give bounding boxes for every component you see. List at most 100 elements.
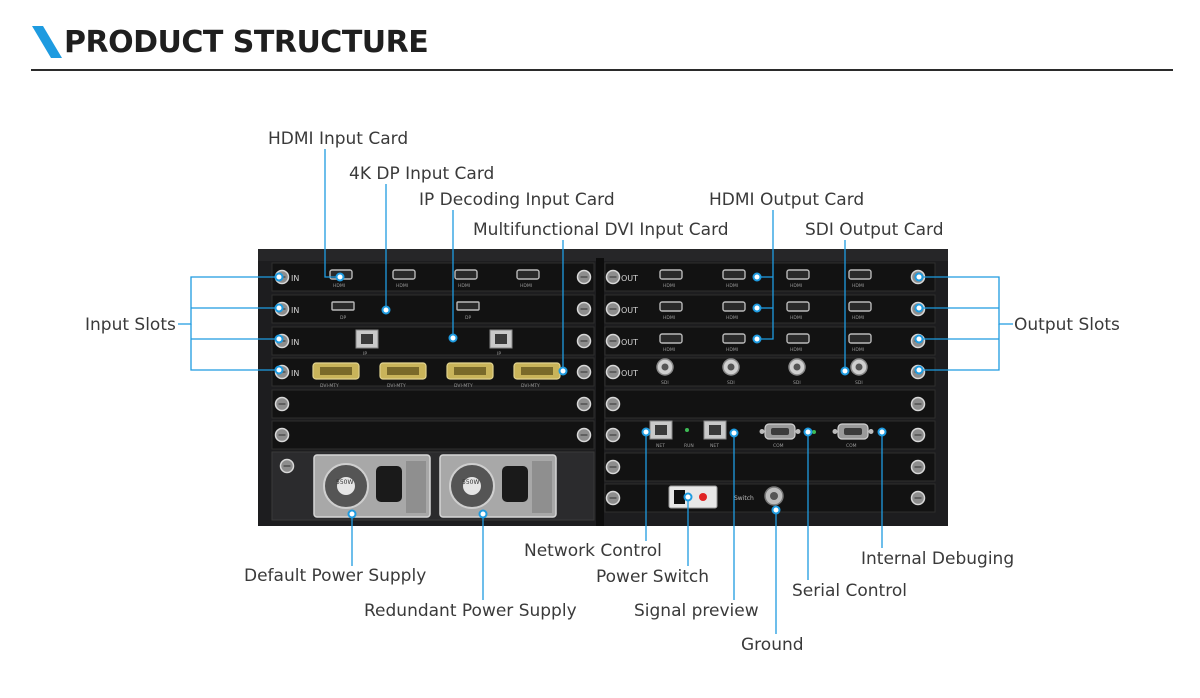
callout-dot	[914, 334, 924, 344]
callout-dot	[274, 303, 284, 313]
callout-line	[324, 149, 340, 278]
hdmi-output-port	[659, 333, 683, 344]
chassis-top-rail	[258, 249, 948, 261]
callout-dot	[274, 334, 284, 344]
dvi-pins	[454, 367, 486, 375]
label-dvi-input-card: Multifunctional DVI Input Card	[473, 220, 729, 240]
label-sdi-output-card: SDI Output Card	[805, 220, 944, 240]
label-hdmi-output-card: HDMI Output Card	[709, 190, 865, 210]
ground-terminal-center	[770, 492, 778, 500]
label-ground: Ground	[741, 635, 804, 655]
callout-line	[919, 276, 1013, 325]
db9-pins	[844, 428, 862, 435]
label-hdmi-input-card: HDMI Input Card	[268, 129, 409, 149]
hdmi-port-label: HDMI	[663, 347, 675, 353]
dvi-port-label: DVI-MTY	[521, 383, 540, 389]
label-power-switch: Power Switch	[596, 567, 710, 587]
hdmi-output-port	[786, 333, 810, 344]
dp-input-port	[456, 301, 480, 311]
dvi-pins	[387, 367, 419, 375]
label-default-power-supply: Default Power Supply	[244, 566, 427, 586]
hdmi-port-label: HDMI	[396, 283, 408, 289]
bnc-center	[855, 363, 863, 371]
callout-dot	[274, 272, 284, 282]
output-slot-label: OUT	[621, 338, 638, 347]
input-slot-5	[271, 389, 595, 419]
hdmi-port-label: HDMI	[852, 315, 864, 321]
hdmi-port-label: HDMI	[726, 347, 738, 353]
db9-screw	[832, 429, 838, 434]
input-slot-label: IN	[291, 274, 299, 283]
label-ip-decoding-input-card: IP Decoding Input Card	[419, 190, 615, 210]
psu-fan-hub	[463, 477, 481, 495]
hdmi-port-label: HDMI	[790, 347, 802, 353]
psu-rating-label: 550W	[462, 479, 479, 486]
rj45-socket	[495, 334, 507, 344]
callout-dot	[729, 428, 739, 438]
hdmi-port-label: HDMI	[458, 283, 470, 289]
input-slot-6	[271, 420, 595, 450]
psu-rating-label: 550W	[336, 479, 353, 486]
dvi-port-label: DVI-MTY	[320, 383, 339, 389]
output-slot-2	[604, 294, 936, 324]
hdmi-port-label: HDMI	[663, 283, 675, 289]
switch-rocker	[674, 490, 685, 504]
callout-dot	[448, 333, 458, 343]
hdmi-output-port	[786, 269, 810, 280]
rj45-socket	[655, 425, 667, 435]
hdmi-output-port	[848, 269, 872, 280]
hdmi-port-label: HDMI	[852, 283, 864, 289]
callout-dot	[877, 427, 887, 437]
hdmi-input-port	[392, 269, 416, 280]
output-slot-4	[604, 357, 936, 387]
rj45-socket	[709, 425, 721, 435]
label-4k-dp-input-card: 4K DP Input Card	[349, 164, 495, 184]
callout-dot	[752, 303, 762, 313]
status-led	[685, 428, 689, 432]
callout-dot	[803, 427, 813, 437]
switch-label: Switch	[734, 495, 754, 502]
db9-screw	[868, 429, 874, 434]
switch-indicator	[699, 493, 707, 501]
output-slot-3	[604, 326, 936, 356]
net-port-label: NET	[710, 443, 719, 449]
callout-dot	[478, 509, 488, 519]
input-slot-label: IN	[291, 306, 299, 315]
dp-input-port	[331, 301, 355, 311]
callout-dot	[347, 509, 357, 519]
bnc-center	[661, 363, 669, 371]
hdmi-port-label: HDMI	[852, 347, 864, 353]
hdmi-input-port	[516, 269, 540, 280]
run-led-label: RUN	[684, 443, 694, 449]
callout-dot	[335, 272, 345, 282]
callout-line	[757, 210, 774, 340]
sdi-port-label: SDI	[727, 380, 735, 386]
com-port-label: COM	[846, 443, 857, 449]
label-redundant-power-supply: Redundant Power Supply	[364, 601, 577, 621]
db9-screw	[759, 429, 765, 434]
callout-dot	[914, 365, 924, 375]
output-slot-label: OUT	[621, 369, 638, 378]
input-slot-label: IN	[291, 338, 299, 347]
input-slot-label: IN	[291, 369, 299, 378]
hdmi-port-label: HDMI	[726, 315, 738, 321]
input-slot-3	[271, 326, 595, 356]
hdmi-output-port	[848, 301, 872, 312]
label-internal-debuging: Internal Debuging	[861, 549, 1015, 569]
callout-line	[178, 276, 279, 325]
status-led	[812, 430, 816, 434]
label-signal-preview: Signal preview	[634, 601, 759, 621]
hdmi-output-port	[786, 301, 810, 312]
ip-port-label: IP	[363, 351, 367, 357]
hdmi-output-port	[659, 301, 683, 312]
hdmi-port-label: HDMI	[333, 283, 345, 289]
callout-dot	[381, 305, 391, 315]
psu-handle	[502, 466, 528, 502]
callout-dot	[558, 366, 568, 376]
psu-latch	[406, 461, 426, 513]
input-slot-1	[271, 262, 595, 292]
dvi-pins	[521, 367, 553, 375]
header-accent-mark	[30, 24, 64, 60]
label-serial-control: Serial Control	[792, 581, 907, 601]
